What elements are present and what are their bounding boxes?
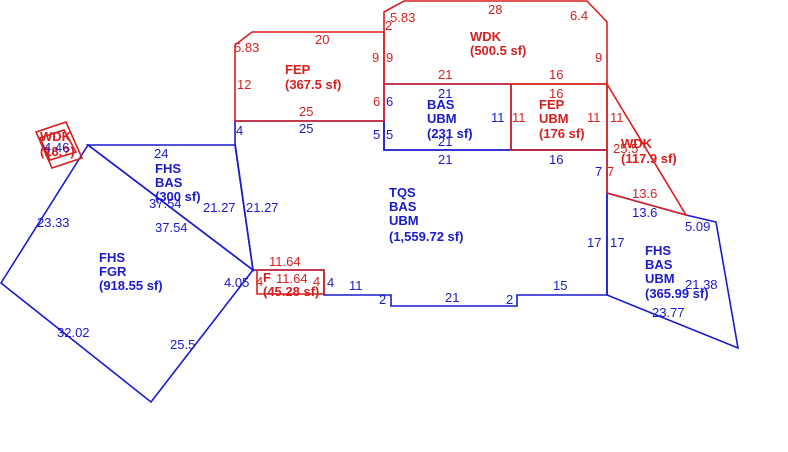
dim-label: 20 [315,32,329,47]
dim-label: 11.64 [269,254,301,269]
red-dimension-labels: 5.83 20 12 25 6 9 9 21 16 16 11 11 11 28… [234,2,657,289]
dim-label: 17 [587,235,601,250]
dim-label: 13.6 [632,186,657,201]
dim-label: 21 [438,86,452,101]
dim-label: 17 [610,235,624,250]
dim-label: 4 [313,274,320,289]
dim-label: 2 [379,292,386,307]
dim-label: 21 [438,134,452,149]
fhs-fgr-outline [0,143,255,404]
dim-label: 25.5 [613,141,638,156]
dim-label: 11 [491,110,505,125]
dim-label: 21.27 [203,200,236,215]
dim-label: 5.83 [390,10,415,25]
area-label-fhs-fgr: FHS FGR (918.55 sf) [99,250,163,293]
dim-label: 7 [595,164,602,179]
dim-label: 7 [607,164,614,179]
dim-label: 25.5 [170,337,195,352]
dim-label: 32.02 [57,325,90,340]
dim-label: 16 [549,152,563,167]
dim-label: 4 [256,274,263,289]
dim-label: 5.09 [685,219,710,234]
dim-label: 11.64 [276,271,308,286]
dim-label: 37.54 [155,220,188,235]
blue-dimension-labels: 24 37.54 37.54 21.27 21.27 23.33 32.02 2… [37,86,718,352]
dim-label: 21 [438,152,452,167]
dim-label: 6.4 [570,8,588,23]
dim-label: 12 [237,77,251,92]
dim-label: 11 [512,110,526,125]
dim-label: 6 [386,94,393,109]
dim-label: 4 [236,123,243,138]
dim-label: 4.05 [224,275,249,290]
dim-label: 21 [438,67,452,82]
area-label-bas-ubm-small: BAS UBM (231 sf) [427,97,473,141]
dim-label: 11 [587,110,601,125]
area-label-small-box: F (45.28 sf) [263,270,319,299]
small-box-outline [256,269,325,295]
tiny-left-outline-2 [38,129,78,161]
dim-label: 15 [553,278,567,293]
dim-label: 9 [386,50,393,65]
dim-label: 23.77 [652,305,685,320]
dim-label: 23.33 [37,215,70,230]
dim-label: 4.46 [44,140,69,155]
area-label-fhs-bas: FHS BAS (300 sf) [155,161,201,204]
wdk-right-outline [606,81,688,217]
area-label-wdk-right: WDK (117.9 sf) [621,136,677,166]
dim-label: 11 [610,110,624,125]
dim-label: 2 [506,292,513,307]
area-label-wdk-top: WDK (500.5 sf) [470,29,526,58]
dim-label: 4 [327,275,334,290]
dim-label: 11 [349,278,363,293]
dim-label: 21 [445,290,459,305]
dim-label: 5 [386,127,393,142]
dim-label: 21.38 [685,277,718,292]
dim-label: 37.54 [149,196,182,211]
dim-label: 16 [549,86,563,101]
area-label-fep-top: FEP (367.5 sf) [285,62,341,92]
dim-label: 25 [299,104,313,119]
area-label-tqs-bas-ubm: TQS BAS UBM (1,559.72 sf) [389,185,463,244]
area-label-fhs-bas-ubm: FHS BAS UBM (365.99 sf) [645,243,709,301]
dim-label: 13.6 [632,205,657,220]
dim-label: 9 [372,50,379,65]
dim-label: 21.27 [246,200,279,215]
area-label-tiny-left: WDK (18.?) [40,129,75,159]
dim-label: 9 [595,50,602,65]
fep-top-outline [234,31,385,122]
dim-label: 28 [488,2,502,17]
dim-label: 6 [373,94,380,109]
dim-label: 5 [373,127,380,142]
dim-label: 16 [549,67,563,82]
dim-label: 2 [385,18,392,33]
area-label-fep-ubm: FEP UBM (176 sf) [539,97,585,141]
tiny-left-outline-1 [34,121,84,169]
dim-label: 25 [299,121,313,136]
dim-label: 24 [154,146,168,161]
dim-label: 5.83 [234,40,259,55]
